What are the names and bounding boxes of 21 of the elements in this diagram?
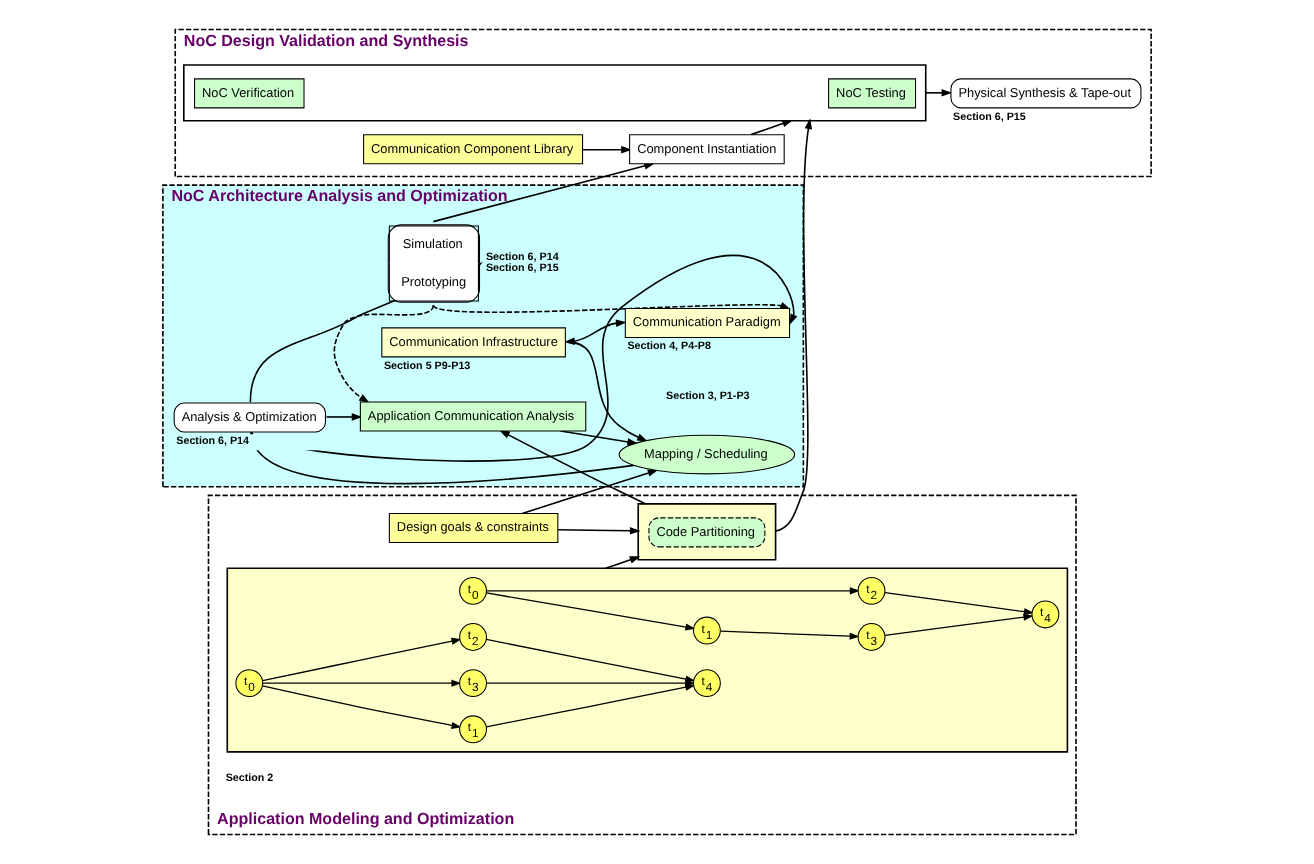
arrow [262, 685, 462, 729]
arrow [750, 119, 794, 136]
arrow [924, 89, 953, 97]
arrow [262, 637, 462, 682]
arrow [582, 145, 632, 154]
cluster [226, 567, 1069, 753]
arrow [884, 591, 1034, 616]
arrow [485, 638, 696, 683]
arrow [325, 413, 363, 421]
arrow [774, 118, 813, 532]
arrow [565, 341, 648, 442]
arrow [485, 592, 696, 631]
arrow [262, 679, 462, 687]
arrow [720, 630, 860, 640]
arrow [604, 556, 641, 570]
cluster [183, 64, 927, 122]
arrow [884, 613, 1034, 637]
arrow [486, 587, 860, 595]
arrow [557, 527, 641, 535]
cluster [637, 503, 777, 561]
arrow [521, 469, 659, 515]
